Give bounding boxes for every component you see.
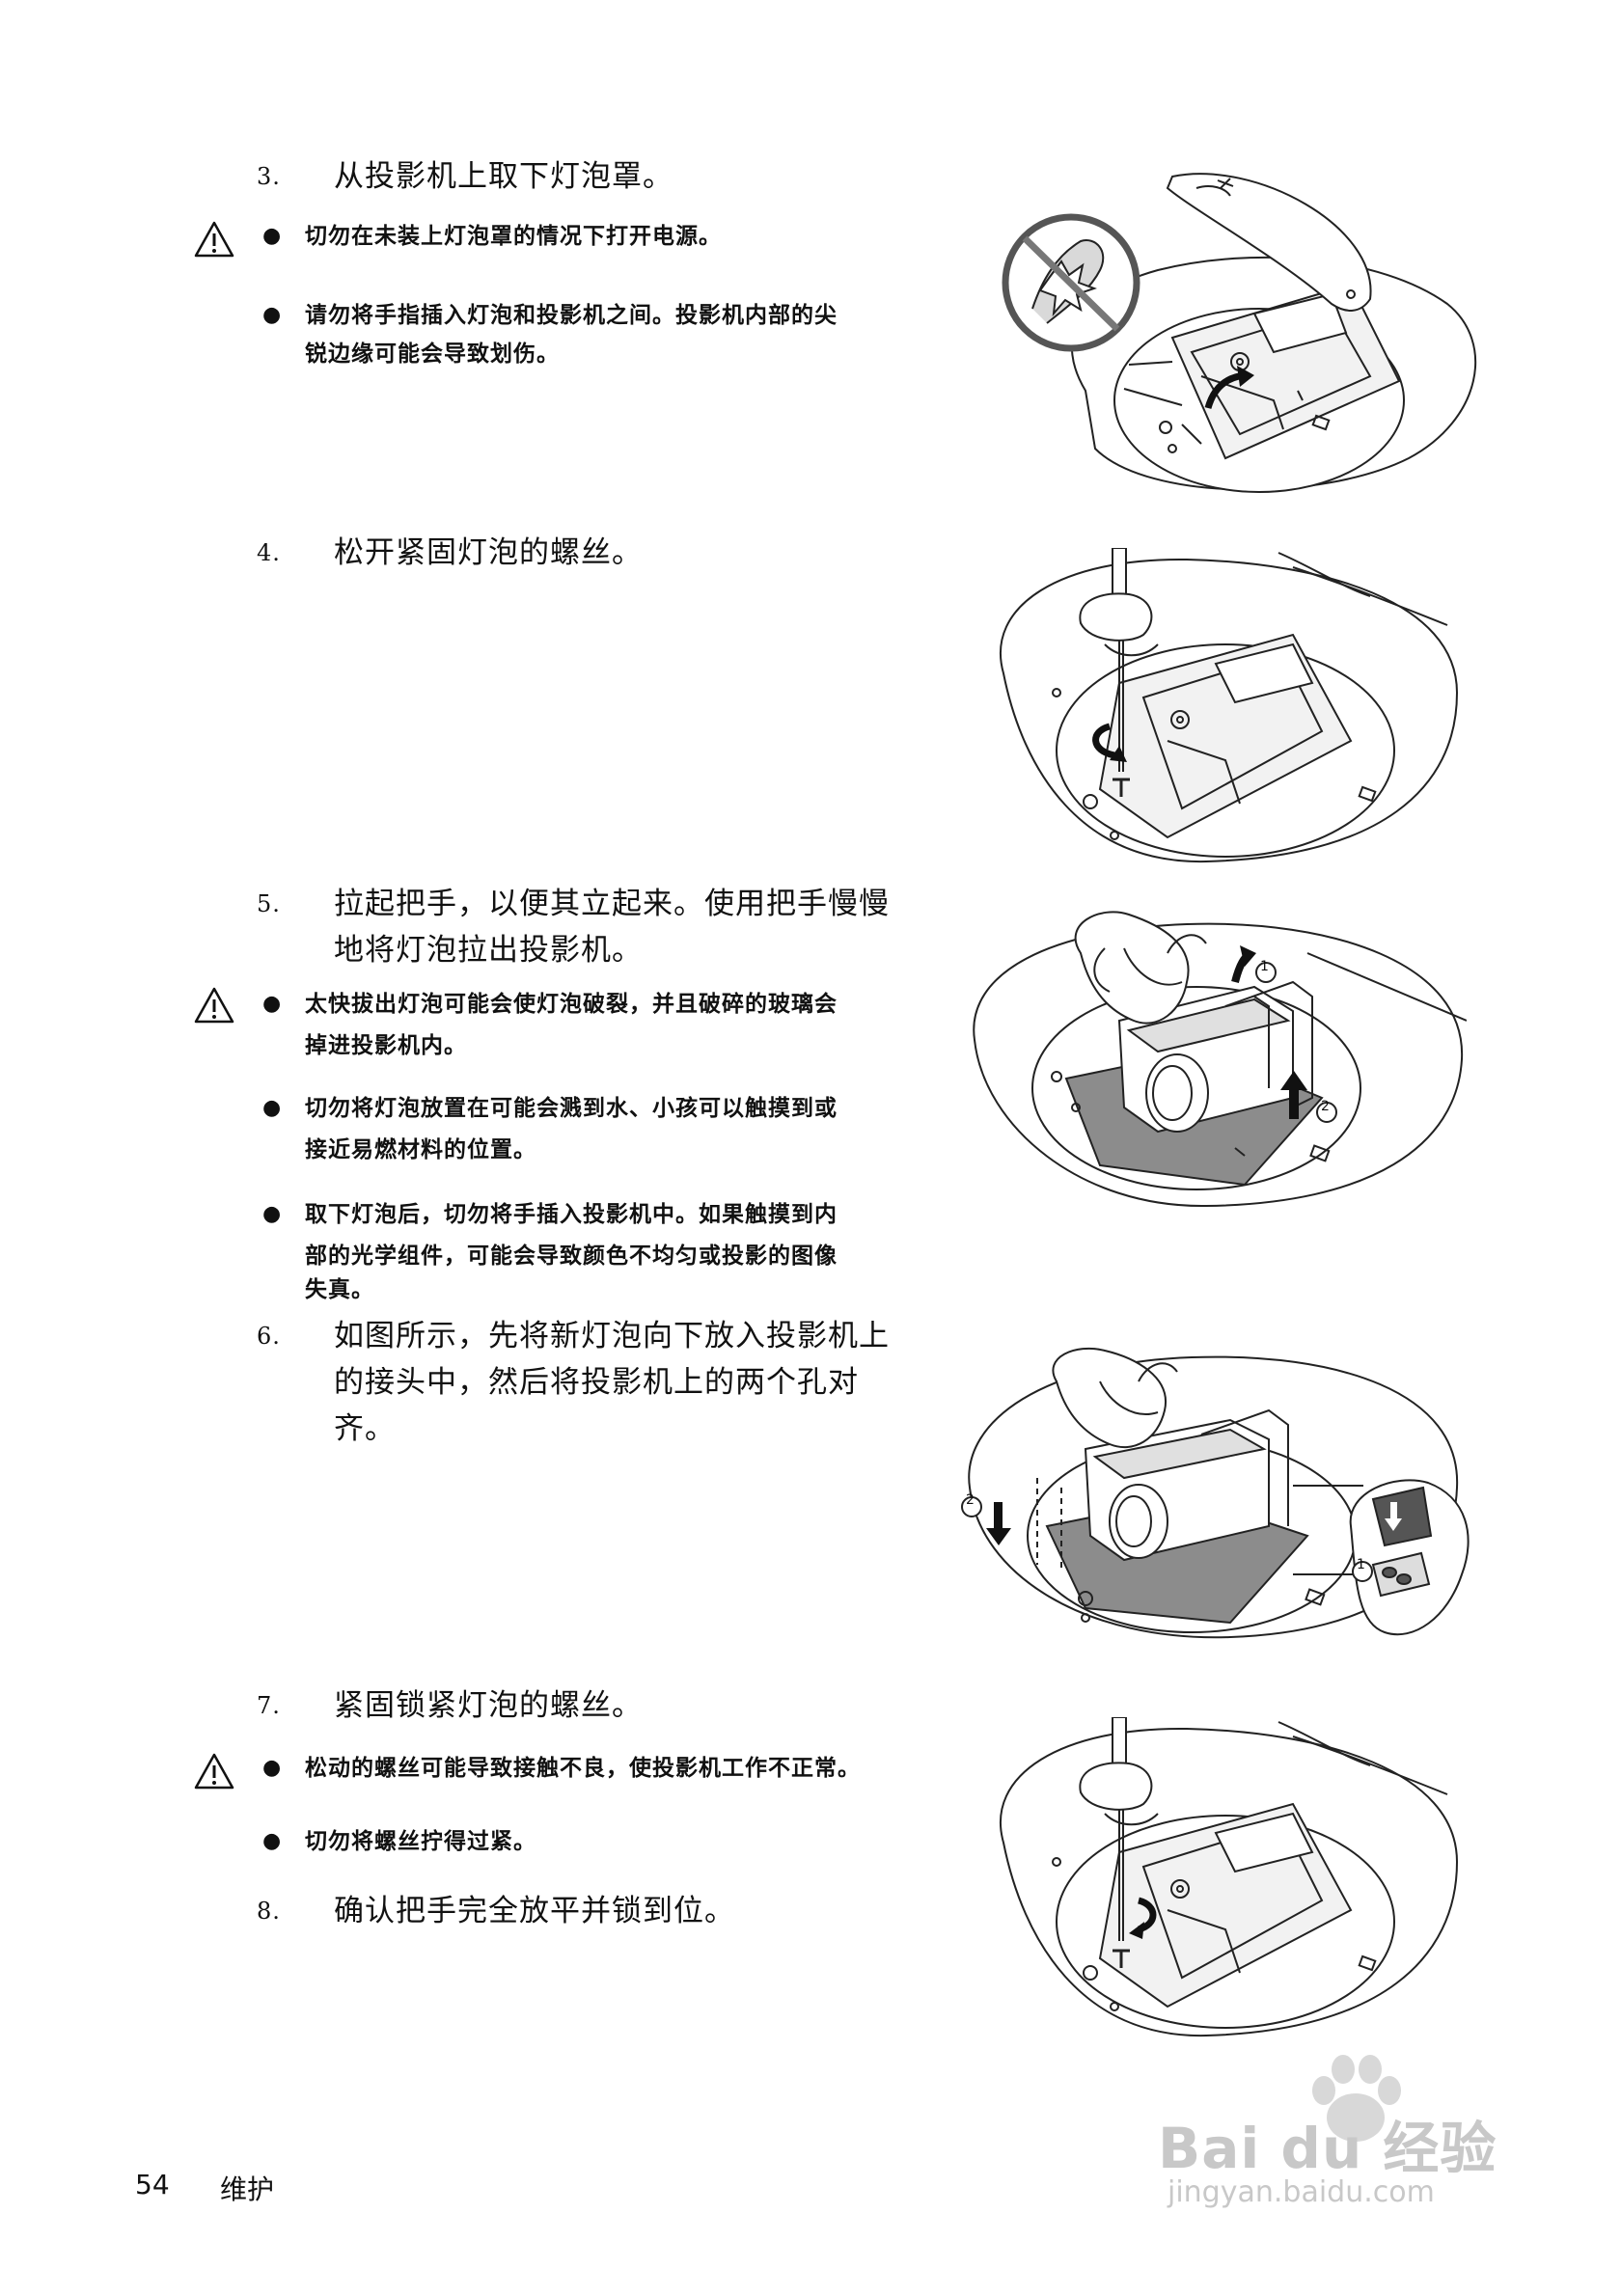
caution-icon [194,1753,234,1790]
down-arrow-icon [986,1502,1011,1545]
note-text: 掉进投影机内。 [305,1033,467,1058]
bullet-icon: ● [262,1096,283,1120]
note-text: 切勿将螺丝拧得过紧。 [305,1829,536,1854]
callout-label: 1 [1357,1557,1365,1572]
section-name: 维护 [220,2173,275,2205]
step-number: 4. [257,539,281,566]
note-text: 松动的螺丝可能导致接触不良，使投影机工作不正常。 [305,1756,861,1781]
note-text: 取下灯泡后，切勿将手插入投影机中。如果触摸到内 [305,1202,838,1227]
figure-tighten-screw [975,1717,1467,2045]
figure-loosen-screw [975,548,1467,871]
figure-insert-new-lamp: 2 1 [960,1343,1481,1676]
callout-one [1255,962,1277,983]
page-number: 54 [135,2169,170,2200]
step-text: 如图所示，先将新灯泡向下放入投影机上 [334,1319,890,1353]
step-number: 6. [257,1323,281,1350]
callout-label: 2 [966,1492,975,1508]
callout-label: 1 [1260,959,1269,974]
note-text: 锐边缘可能会导致划伤。 [305,342,560,367]
note-text: 接近易燃材料的位置。 [305,1137,536,1162]
callout-one [1352,1561,1373,1582]
bullet-icon: ● [262,1202,283,1226]
figure-remove-lamp-cover [965,169,1491,516]
note-text: 部的光学组件，可能会导致颜色不均匀或投影的图像 [305,1244,838,1269]
step-number: 8. [257,1898,281,1925]
step-text: 的接头中，然后将投影机上的两个孔对 [334,1365,859,1400]
down-arrow-icon [1385,1502,1402,1531]
note-text: 切勿将灯泡放置在可能会溅到水、小孩可以触摸到或 [305,1096,838,1121]
watermark: Bai du 经验 jingyan.baidu.com [1148,2050,1534,2243]
step-text: 确认把手完全放平并锁到位。 [334,1894,735,1928]
curved-arrow-icon [1092,723,1115,759]
step-text: 拉起把手，以便其立起来。使用把手慢慢 [334,887,890,921]
step-number: 3. [257,163,281,190]
bullet-icon: ● [262,1756,283,1780]
step-text: 地将灯泡拉出投影机。 [334,933,643,968]
step-text: 从投影机上取下灯泡罩。 [334,159,673,194]
callout-two [961,1496,982,1517]
bullet-icon: ● [262,1829,283,1853]
step-text: 齐。 [334,1411,396,1446]
caution-icon [194,987,234,1024]
note-text: 太快拔出灯泡可能会使灯泡破裂，并且破碎的玻璃会 [305,992,838,1017]
callout-label: 2 [1321,1099,1330,1114]
watermark-url: jingyan.baidu.com [1168,2175,1435,2209]
figure-pull-out-lamp: 1 2 [965,905,1467,1214]
note-text: 请勿将手指插入灯泡和投影机之间。投影机内部的尖 [305,303,838,328]
note-text: 切勿在未装上灯泡罩的情况下打开电源。 [305,224,722,249]
caution-icon [194,221,234,258]
watermark-brand: Bai du 经验 [1158,2116,1497,2181]
paw-icon [1312,2055,1401,2142]
step-number: 7. [257,1692,281,1719]
curved-arrow-icon [1231,945,1256,984]
up-arrow-icon [1280,1071,1307,1119]
bullet-icon: ● [262,224,283,248]
step-number: 5. [257,890,281,917]
note-text: 失真。 [305,1277,374,1302]
bullet-icon: ● [262,992,283,1016]
step-text: 松开紧固灯泡的螺丝。 [334,535,643,570]
step-text: 紧固锁紧灯泡的螺丝。 [334,1688,643,1723]
bullet-icon: ● [262,303,283,327]
callout-two [1316,1102,1337,1123]
